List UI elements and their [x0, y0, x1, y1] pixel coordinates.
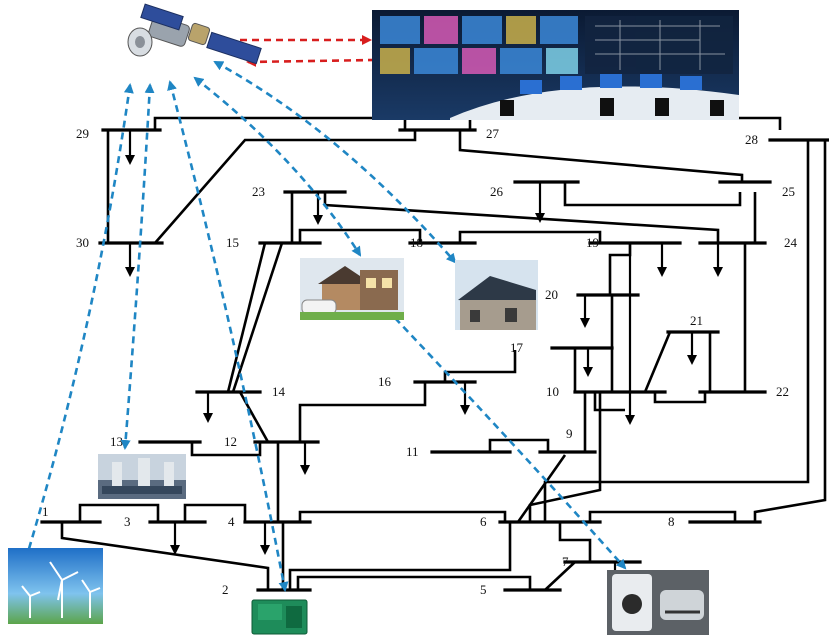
bus-label-26: 26 — [490, 184, 504, 199]
bus-label-28: 28 — [745, 132, 758, 147]
bus-label-6: 6 — [480, 514, 487, 529]
bus-label-29: 29 — [76, 126, 89, 141]
line-2-5 — [298, 577, 530, 590]
bus-label-9: 9 — [566, 426, 573, 441]
bus-label-1: 1 — [42, 504, 49, 519]
bus-label-5: 5 — [480, 582, 487, 597]
bus-label-21: 21 — [690, 313, 703, 328]
bus-labels: 1 2 3 4 5 6 7 8 9 10 11 12 13 14 15 16 1… — [42, 126, 798, 597]
line-1-3 — [80, 505, 158, 522]
transmission-lines — [62, 118, 825, 590]
line-6-9 — [518, 455, 565, 522]
control-center-icon — [372, 10, 739, 120]
bus-label-27: 27 — [486, 126, 500, 141]
bus-label-30: 30 — [76, 235, 89, 250]
line-25-27 — [460, 130, 742, 182]
bus-label-2: 2 — [222, 582, 229, 597]
bus-label-14: 14 — [272, 384, 286, 399]
bus-label-25: 25 — [782, 184, 795, 199]
line-23-24 — [325, 192, 718, 243]
bus-label-20: 20 — [545, 287, 558, 302]
line-12-16 — [300, 382, 425, 442]
line-12-15 — [228, 243, 265, 392]
power-plant-icon — [98, 454, 186, 499]
comm-link-house-ev — [195, 78, 360, 255]
satellite-icon — [128, 4, 261, 63]
bus-label-11: 11 — [406, 444, 419, 459]
bus-label-24: 24 — [784, 235, 798, 250]
bus-label-18: 18 — [410, 235, 423, 250]
bus-label-8: 8 — [668, 514, 675, 529]
line-16-17 — [445, 350, 515, 382]
line-15-18 — [300, 230, 420, 243]
line-27-29 — [155, 118, 405, 130]
bus-label-17: 17 — [510, 340, 524, 355]
bus-label-3: 3 — [124, 514, 131, 529]
bus-label-13: 13 — [110, 434, 123, 449]
comm-link-power-plant — [125, 85, 150, 448]
bus-label-10: 10 — [546, 384, 559, 399]
line-14-15 — [233, 243, 282, 392]
line-2-6 — [290, 522, 510, 590]
line-19-20 — [610, 243, 630, 295]
line-18-19 — [460, 232, 600, 243]
bus-label-23: 23 — [252, 184, 265, 199]
line-27-30 — [155, 130, 415, 243]
bus-label-22: 22 — [776, 384, 789, 399]
bus-label-4: 4 — [228, 514, 235, 529]
house-with-ev-icon — [300, 258, 404, 320]
line-3-4 — [185, 505, 245, 522]
solar-roof-house-icon — [455, 260, 538, 330]
bus-label-15: 15 — [226, 235, 239, 250]
bus-label-16: 16 — [378, 374, 392, 389]
generator-icon — [252, 600, 307, 634]
line-25-26 — [565, 182, 740, 205]
bus-label-12: 12 — [224, 434, 237, 449]
line-5-7 — [545, 562, 575, 590]
bus-label-7: 7 — [562, 554, 569, 569]
bus-label-19: 19 — [586, 235, 599, 250]
wind-farm-icon — [8, 548, 103, 624]
line-4-6 — [300, 512, 505, 522]
ev-charger-icon — [607, 570, 709, 635]
line-10-21 — [645, 332, 670, 392]
control-link-uplink — [248, 60, 375, 62]
